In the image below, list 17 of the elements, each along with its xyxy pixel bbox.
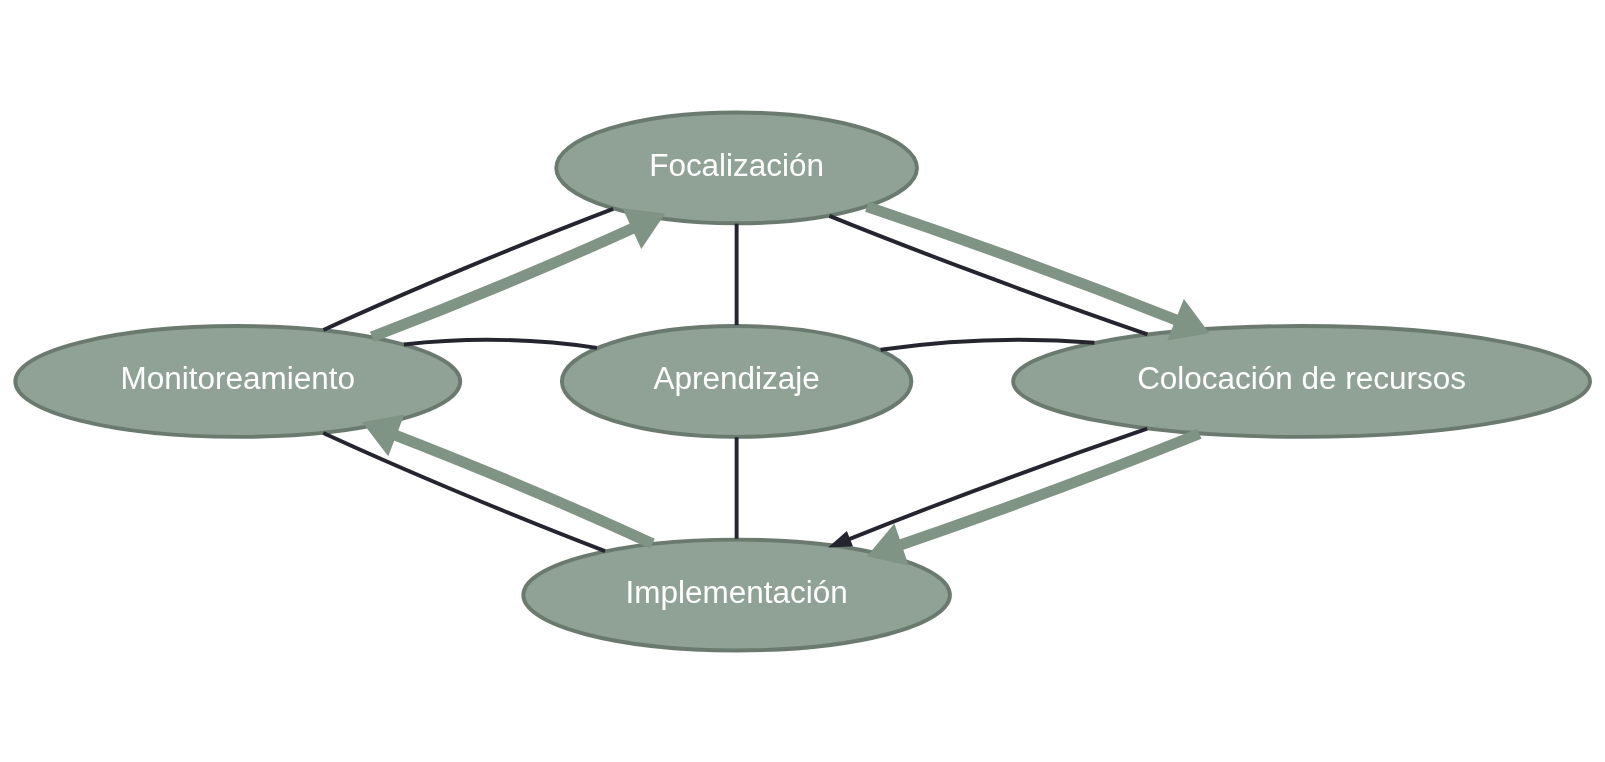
connector xyxy=(880,337,1095,352)
node-ellipse: Colocación de recursos xyxy=(1011,323,1592,439)
node-ellipse: Implementación xyxy=(521,537,952,652)
connector xyxy=(322,206,614,332)
connector xyxy=(828,213,1149,336)
node-ellipse: Aprendizaje xyxy=(559,323,914,439)
connector xyxy=(322,430,606,553)
arrow xyxy=(828,426,1148,548)
arrow xyxy=(865,200,1210,340)
node-ellipse: Focalización xyxy=(554,110,919,225)
arrow xyxy=(370,207,666,342)
connector xyxy=(734,223,739,325)
connector xyxy=(403,337,598,350)
node-ellipse: Monitoreamiento xyxy=(13,323,463,439)
arrow xyxy=(867,428,1202,566)
connector xyxy=(734,436,739,539)
arrow xyxy=(362,414,655,549)
